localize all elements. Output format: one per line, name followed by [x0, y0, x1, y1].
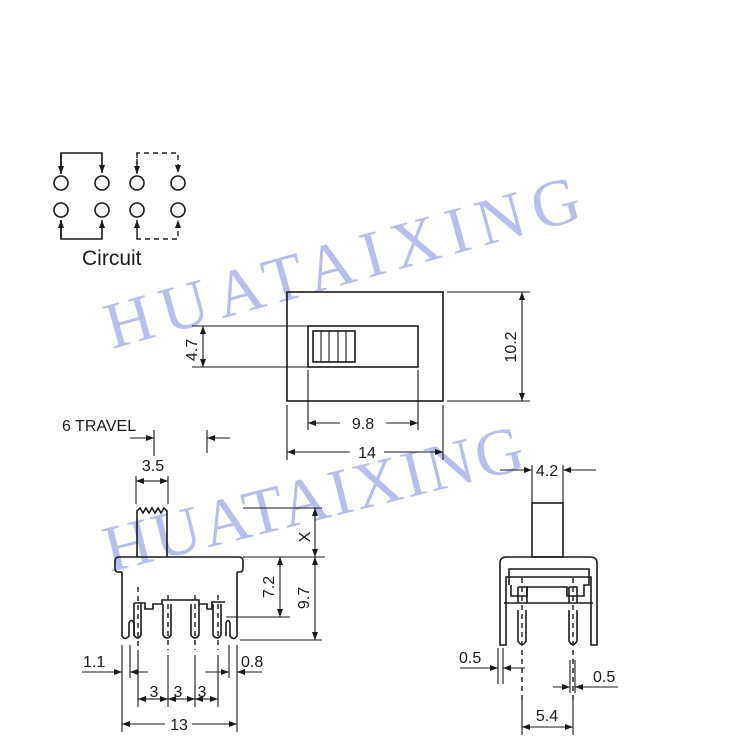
dim-body-width: 14	[358, 445, 376, 462]
dim-body-height: 10.2	[503, 331, 520, 362]
dim-front-actuator: 4.2	[536, 463, 558, 480]
pitch-2: 3	[174, 684, 183, 701]
circuit-diagram: Circuit	[53, 152, 186, 270]
watermark: HUATAIXING	[96, 412, 531, 587]
dim-slot-height: 4.7	[184, 339, 201, 361]
dim-0-8: 0.8	[241, 654, 263, 671]
dim-left-pin: 0.5	[459, 650, 481, 667]
pitch-3: 3	[198, 684, 207, 701]
dim-9-7: 9.7	[296, 587, 313, 609]
dim-actuator-width: 3.5	[142, 458, 164, 475]
travel-label: 6 TRAVEL	[62, 418, 136, 435]
circuit-label: Circuit	[82, 247, 142, 270]
pitch-1: 3	[150, 684, 159, 701]
dim-pin-spacing: 5.4	[536, 708, 558, 725]
actuator	[136, 506, 168, 557]
front-actuator	[531, 502, 564, 558]
dim-1-1: 1.1	[83, 654, 105, 671]
body-cap	[114, 556, 244, 573]
dim-x: X	[297, 531, 314, 542]
side-view: 6 TRAVEL 3.5 X 7.2 9.7 1.1 0.8 3 3	[62, 418, 325, 734]
dim-slot-width: 9.8	[352, 416, 374, 433]
dim-total-width: 13	[170, 717, 188, 734]
front-view: 4.2 0.5 0.5 5.4	[459, 463, 618, 735]
slider-knob	[312, 330, 356, 363]
dim-7-2: 7.2	[261, 576, 278, 598]
top-view: 4.7 10.2 9.8 14	[184, 291, 530, 462]
dim-right-pin: 0.5	[593, 669, 615, 686]
